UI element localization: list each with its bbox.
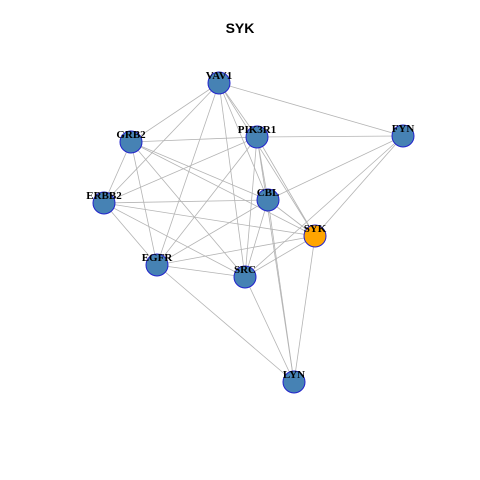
node-grb2[interactable] <box>119 130 143 154</box>
node-pik3r1[interactable] <box>245 125 269 149</box>
node-label-egfr: EGFR <box>142 252 174 264</box>
node-label-src: SRC <box>234 264 256 276</box>
edge-fyn-src <box>244 135 404 278</box>
node-cbl[interactable] <box>256 188 280 212</box>
node-src[interactable] <box>233 265 257 289</box>
edge-syk-lyn <box>293 235 316 383</box>
edge-syk-egfr <box>156 235 316 266</box>
node-syk[interactable] <box>303 224 327 248</box>
edge-grb2-src <box>130 141 246 278</box>
edge-vav1-erbb2 <box>103 82 220 204</box>
edge-erbb2-egfr <box>103 202 158 266</box>
node-label-lyn: LYN <box>283 369 305 381</box>
edge-grb2-pik3r1 <box>130 136 258 143</box>
edge-fyn-syk <box>314 135 404 237</box>
node-label-pik3r1: PIK3R1 <box>238 124 277 136</box>
edge-vav1-src <box>218 82 246 278</box>
edge-erbb2-cbl <box>103 199 269 204</box>
edge-pik3r1-syk <box>256 136 316 237</box>
node-label-vav1: VAV1 <box>206 70 233 82</box>
edge-vav1-egfr <box>156 82 220 266</box>
edge-egfr-src <box>156 264 246 278</box>
edge-src-lyn <box>244 276 295 383</box>
edge-erbb2-syk <box>103 202 316 237</box>
edge-vav1-cbl <box>218 82 269 201</box>
edge-grb2-cbl <box>130 141 269 201</box>
node-layer <box>92 71 415 394</box>
node-label-cbl: CBL <box>257 187 280 199</box>
node-vav1[interactable] <box>207 71 231 95</box>
edge-egfr-lyn <box>156 264 295 383</box>
edge-vav1-syk <box>218 82 316 237</box>
node-label-syk: SYK <box>304 223 327 235</box>
edge-grb2-egfr <box>130 141 158 266</box>
node-label-fyn: FYN <box>392 123 415 135</box>
edge-erbb2-src <box>103 202 246 278</box>
node-label-erbb2: ERBB2 <box>86 190 122 202</box>
node-label-grb2: GRB2 <box>116 129 146 141</box>
edge-cbl-egfr <box>156 199 269 266</box>
edge-syk-src <box>244 235 316 278</box>
edge-cbl-src <box>244 199 269 278</box>
edge-fyn-cbl <box>267 135 404 201</box>
edge-grb2-syk <box>130 141 316 237</box>
edge-layer <box>103 82 404 383</box>
graph-title: SYK <box>225 20 255 36</box>
edge-vav1-fyn <box>218 82 404 137</box>
node-lyn[interactable] <box>282 370 306 394</box>
node-fyn[interactable] <box>391 124 415 148</box>
edge-pik3r1-src <box>244 136 258 278</box>
edge-pik3r1-fyn <box>256 135 404 138</box>
edge-vav1-grb2 <box>130 82 220 143</box>
edge-pik3r1-erbb2 <box>103 136 258 204</box>
node-erbb2[interactable] <box>92 191 116 215</box>
edge-cbl-lyn <box>267 199 295 383</box>
node-egfr[interactable] <box>145 253 169 277</box>
